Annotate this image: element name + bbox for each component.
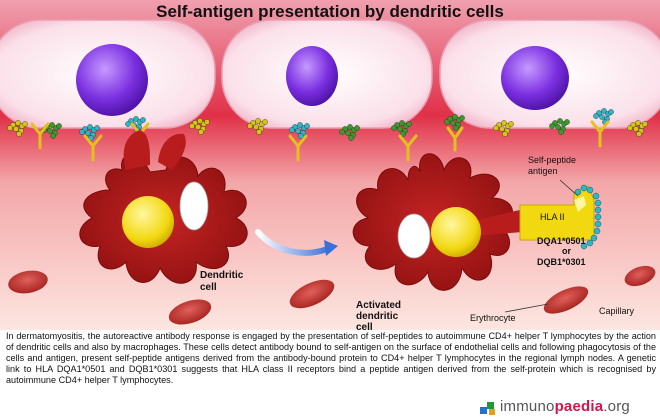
dqb-allele-label: DQB1*0301 (537, 257, 586, 267)
peptide-bead (594, 213, 602, 221)
erythrocyte (289, 279, 335, 309)
peptide-bead (594, 220, 602, 228)
peptide-bead (594, 199, 602, 207)
endothelial-nucleus (286, 46, 338, 106)
antibody (446, 126, 464, 152)
brand-name: immunopaedia.org (500, 398, 630, 415)
antigen-cluster (7, 120, 28, 137)
antigen-cluster (247, 118, 268, 135)
peptide-leader (559, 179, 579, 197)
antigen-cluster (289, 122, 310, 139)
endothelial-nucleus (76, 44, 148, 116)
antigen-cluster (79, 124, 100, 141)
peptide-bead (592, 192, 600, 200)
antigen-cluster (339, 124, 360, 141)
antigen-cluster (444, 114, 465, 131)
phagosome (179, 181, 209, 231)
phagocytic-arm (158, 133, 186, 170)
antibody (288, 134, 308, 162)
activated-dendritic-cell-label: Activated dendritic cell (356, 300, 402, 333)
activated-dendritic-nucleus (431, 207, 481, 257)
activation-arrowhead (324, 240, 338, 256)
peptide-bead (586, 186, 594, 194)
peptide-bead (574, 188, 582, 196)
or-label: or (562, 246, 571, 256)
activated-dendritic-cell (352, 153, 522, 291)
erythrocyte (624, 265, 656, 287)
self-peptide-antigen (574, 184, 602, 250)
antigen-cluster (593, 108, 614, 125)
antigen-cluster (549, 118, 570, 135)
antibody (30, 122, 50, 150)
peptide-bead (580, 184, 588, 192)
endothelial-nucleus (501, 46, 569, 110)
hla-ii-groove (574, 196, 586, 212)
antibody (590, 120, 610, 148)
surface-antigens (7, 108, 648, 245)
erythrocyte (543, 286, 589, 314)
peptide-bead (593, 227, 601, 235)
erythrocytes (8, 265, 656, 325)
dendritic-cell (79, 130, 248, 284)
antigen-cluster (493, 120, 514, 137)
antigen-cluster (189, 118, 210, 135)
illustration (0, 0, 660, 330)
capillary-label: Capillary (599, 306, 635, 316)
peptide-bead (586, 239, 594, 247)
erythrocyte (8, 270, 48, 294)
erythrocyte-label: Erythrocyte (470, 313, 516, 323)
hla-ii-label: HLA II (540, 212, 565, 222)
antibody (83, 134, 103, 162)
erythrocyte-leader (504, 303, 549, 313)
erythrocyte (168, 299, 212, 325)
antibodies (30, 120, 610, 162)
activated-dendritic-body (352, 153, 513, 291)
diagram-title: Self-antigen presentation by dendritic c… (156, 2, 504, 21)
figure-caption: In dermatomyositis, the autoreactive ant… (6, 331, 656, 385)
peptide-bead (590, 234, 598, 242)
antibody (398, 134, 418, 162)
brand-cubes-icon (480, 402, 495, 415)
brand-logo: immunopaedia.org (478, 398, 658, 418)
antigen-cluster (627, 120, 648, 137)
phagocytic-arm (123, 130, 150, 170)
dqa-allele-label: DQA1*0501 (537, 236, 586, 246)
dendritic-cell-label: Dendritic cell (200, 270, 244, 293)
activated-phagosome (397, 213, 431, 259)
self-peptide-label: Self-peptide antigen (528, 155, 577, 176)
antigen-cluster (391, 120, 412, 137)
activation-arrow (255, 229, 333, 256)
endothelial-cells (0, 19, 660, 129)
peptide-bead (580, 242, 588, 250)
peptide-bead (594, 206, 602, 214)
dendritic-nucleus (122, 196, 174, 248)
